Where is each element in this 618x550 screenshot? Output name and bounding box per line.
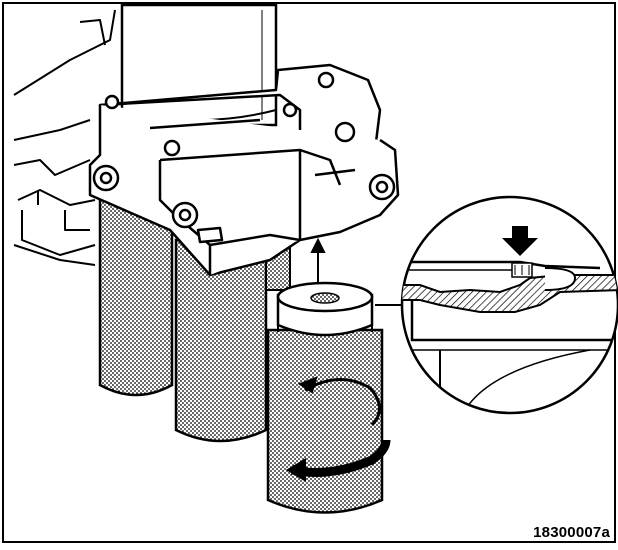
filter-element (266, 281, 384, 514)
engine-background (13, 9, 116, 266)
filter-canister-middle (174, 238, 268, 443)
figure-reference-number: 18300007a (533, 524, 610, 541)
down-arrow-icon (502, 226, 538, 256)
filter-canister-left (98, 188, 174, 397)
frame-border (2, 2, 616, 543)
housing-top-cylinder (120, 3, 278, 127)
detail-view (400, 195, 618, 415)
filter-housing (88, 63, 400, 277)
rotation-arrow-icon (286, 376, 391, 482)
